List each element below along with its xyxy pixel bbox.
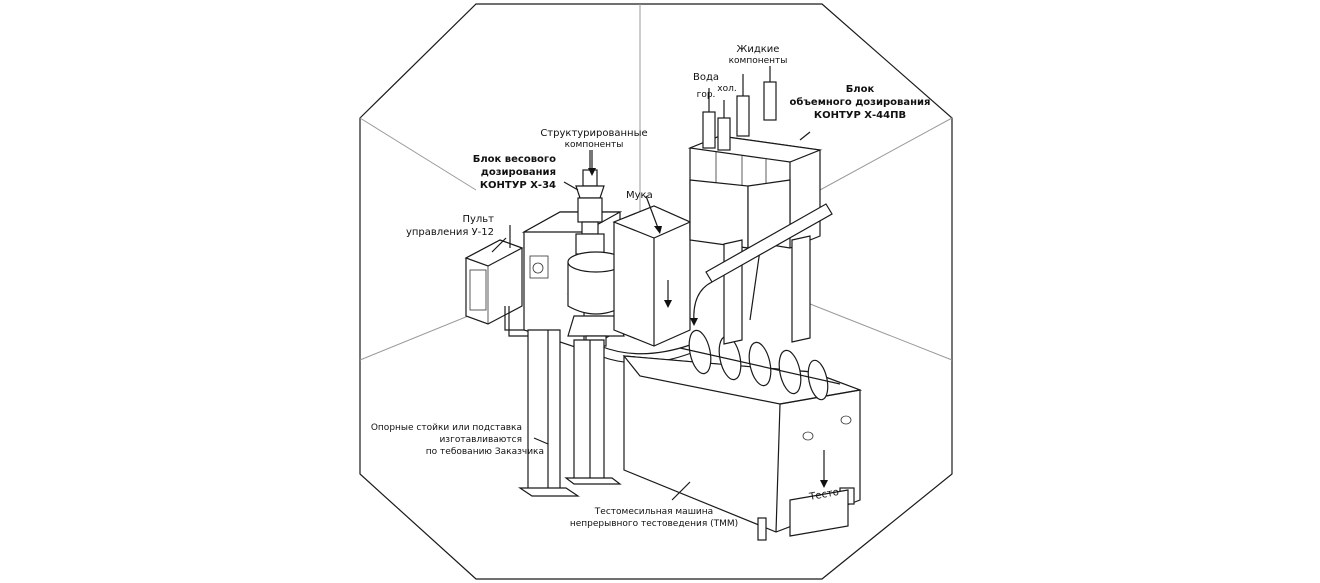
liquid-valves <box>702 66 777 151</box>
right-support-stands <box>723 235 811 345</box>
auger-screws <box>679 329 841 401</box>
label-water-1: Вода <box>693 72 719 83</box>
room-outline <box>359 3 953 580</box>
volume-dosing-block <box>687 135 823 321</box>
label-console-1: Пульт <box>462 214 494 225</box>
label-volume-block-2: объемного дозирования <box>790 96 931 108</box>
label-flour: Мука <box>626 190 653 201</box>
label-cold: хол. <box>717 84 736 94</box>
label-machine-1: Тестомесильная машина <box>594 507 713 517</box>
diagram-labels: Структурированные компоненты Блок весово… <box>371 44 931 529</box>
label-liquid-1: Жидкие <box>737 44 780 55</box>
label-weight-block-3: КОНТУР Х-34 <box>480 180 556 191</box>
label-console-2: управления У-12 <box>406 227 494 238</box>
left-support-stands <box>518 329 622 497</box>
mixing-machine <box>622 355 863 541</box>
label-liquid-2: компоненты <box>729 56 788 66</box>
label-stands-1: Опорные стойки или подставка <box>371 423 522 433</box>
label-stands-2: изготавливаются <box>439 435 522 445</box>
label-weight-block-1: Блок весового <box>473 154 556 165</box>
label-stands-3: по тебованию Заказчика <box>426 447 544 457</box>
label-volume-block-1: Блок <box>846 84 875 95</box>
liquid-chute <box>690 203 833 326</box>
flour-hopper <box>612 205 692 347</box>
label-water-2: гор. <box>697 90 716 100</box>
label-arrows <box>491 131 811 501</box>
label-dough: Тесто <box>808 487 840 503</box>
label-structured-2: компоненты <box>565 140 624 150</box>
label-machine-2: непрерывного тестоведения (ТММ) <box>570 519 738 529</box>
label-structured-1: Структурированные <box>540 128 647 139</box>
label-volume-block-3: КОНТУР Х-44ПВ <box>814 110 906 121</box>
label-weight-block-2: дозирования <box>481 167 556 178</box>
